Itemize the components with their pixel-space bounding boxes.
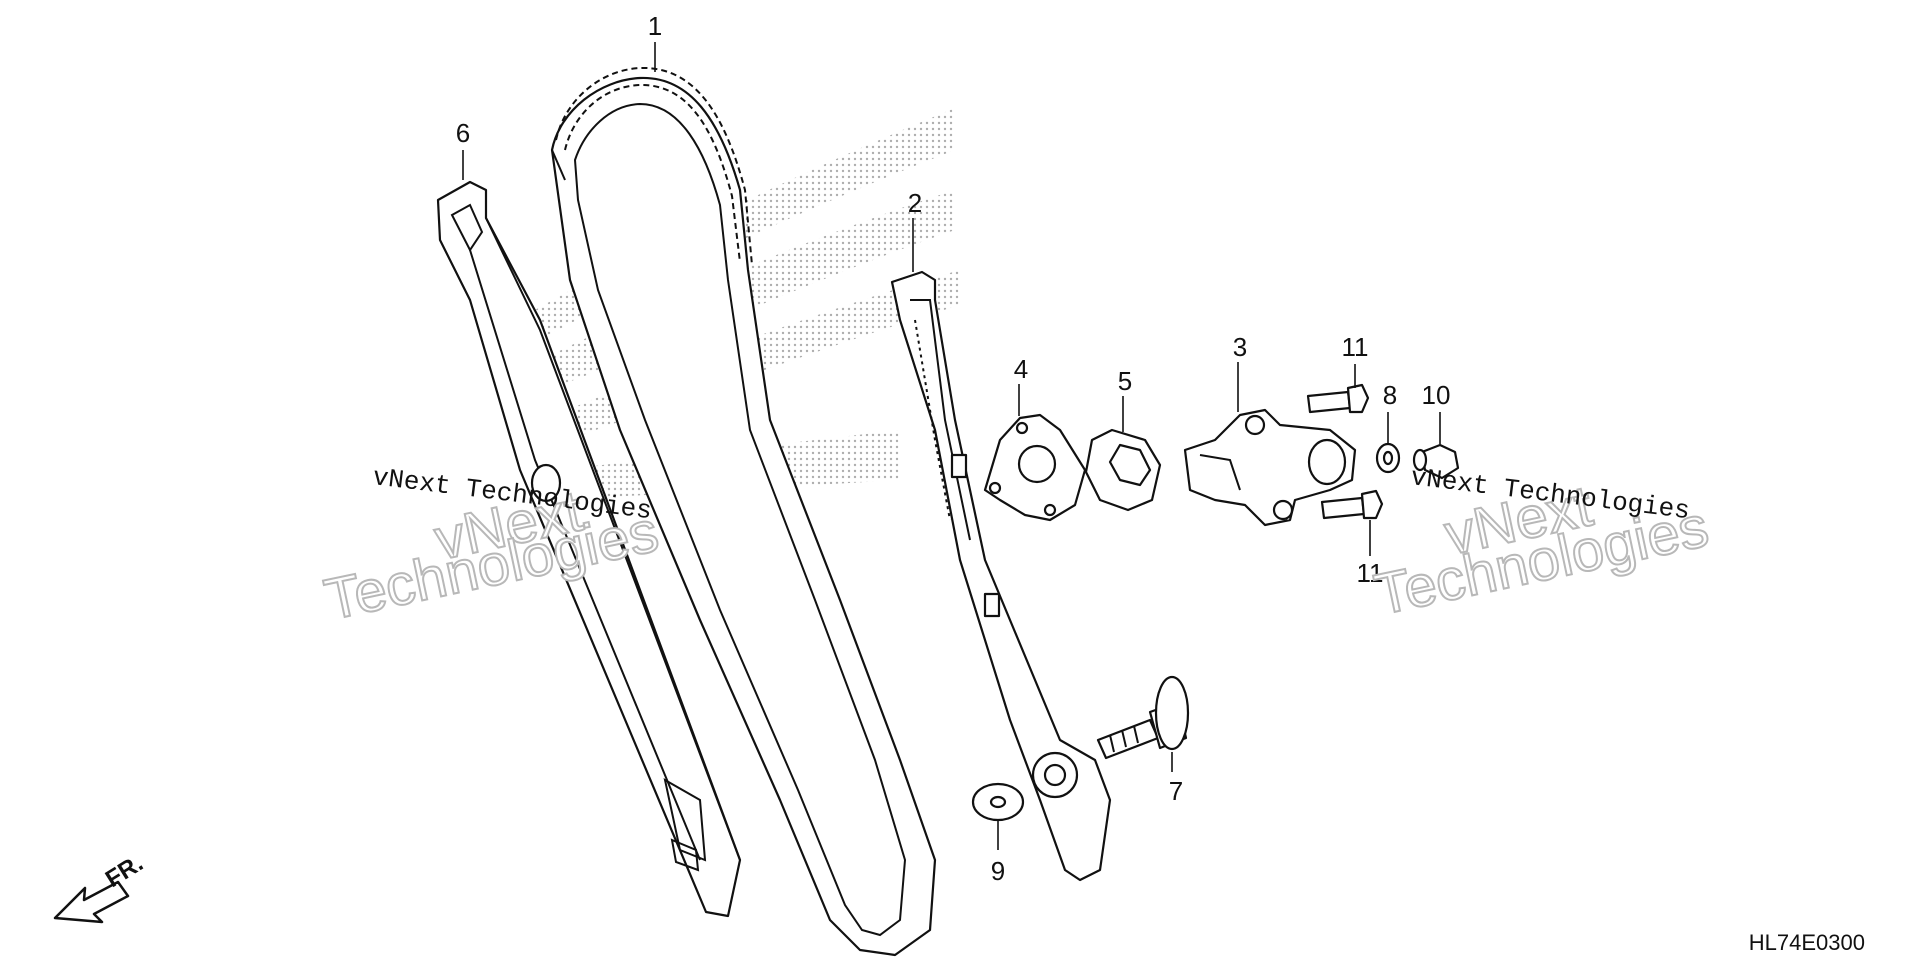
leader-lines [462,42,1441,850]
part-3-tensioner-lifter [1183,408,1357,527]
callout-10: 10 [1422,380,1451,410]
callout-11-lower: 11 [1357,558,1384,588]
part-4-gasket [983,413,1087,522]
part-7-pivot-bolt [1096,675,1190,760]
part-6-chain-guide [436,180,742,918]
part-11-bolt-lower [1320,489,1384,520]
callout-3: 3 [1233,332,1247,362]
callout-2: 2 [908,188,922,218]
callout-7: 7 [1169,776,1183,806]
callout-11-upper: 11 [1342,332,1369,362]
callout-6: 6 [456,118,470,148]
part-11-bolt-upper [1306,383,1370,414]
front-arrow-icon [53,880,130,924]
diagram-code: HL74E0300 [1749,930,1865,955]
callout-9: 9 [991,856,1005,886]
part-8-washer [1375,442,1401,474]
part-2-tensioner-arm [890,270,1112,882]
callout-5: 5 [1118,366,1132,396]
watermark-right: vNext Technologies vNext Technologies [1368,462,1715,629]
part-9-washer [971,782,1025,822]
part-5-cap [1084,428,1162,512]
part-1-cam-chain [550,66,937,957]
front-direction-indicator: FR. [53,850,148,924]
callout-8: 8 [1383,380,1397,410]
callout-4: 4 [1014,354,1028,384]
part-10-sealing-bolt [1412,443,1460,480]
callout-1: 1 [648,11,662,41]
